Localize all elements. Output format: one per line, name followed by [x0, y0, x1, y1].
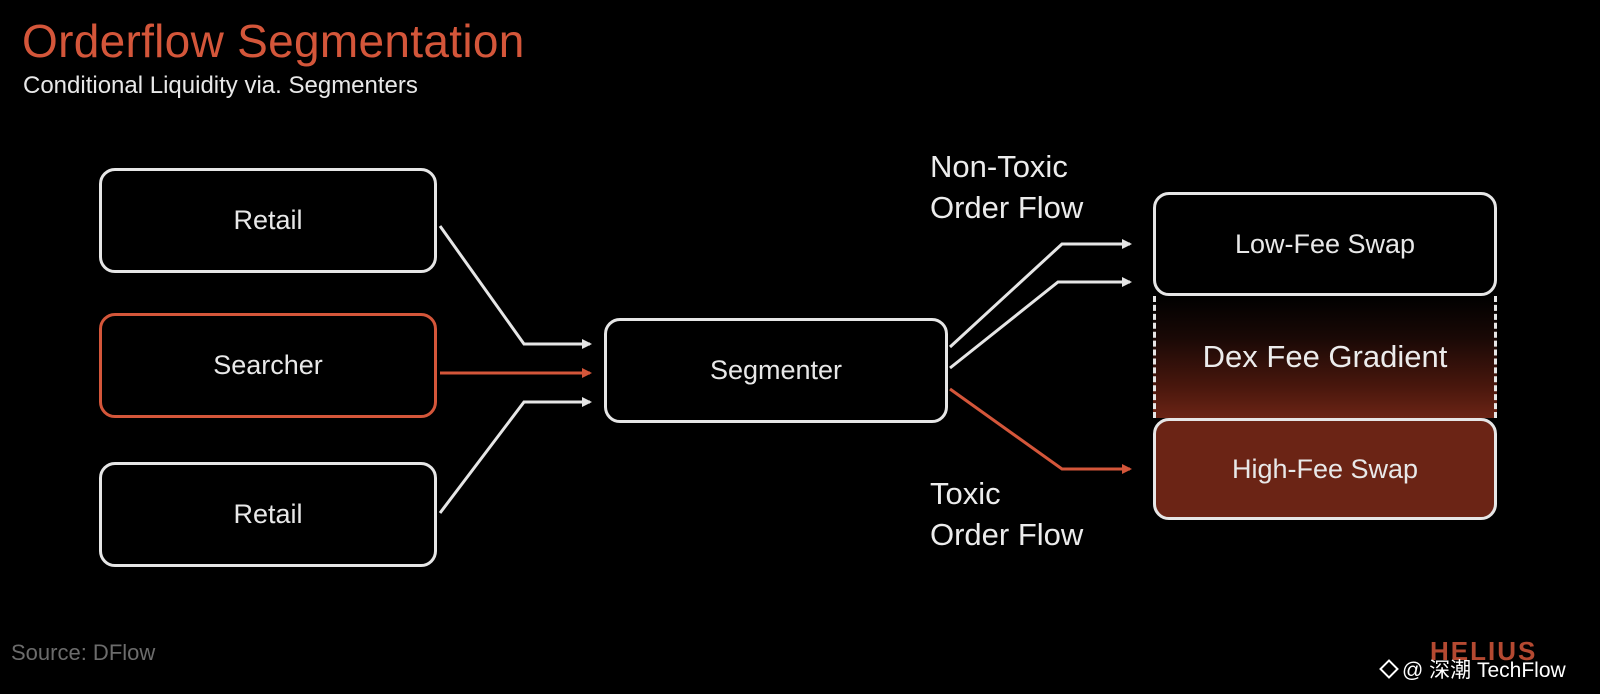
node-segmenter-label: Segmenter	[709, 355, 843, 385]
node-low-fee-swap: Low-Fee Swap	[1153, 192, 1497, 296]
node-retail-top-label: Retail	[233, 205, 303, 235]
arrow-segmenter-to-highfee	[949, 387, 1132, 474]
node-low-fee-swap-label: Low-Fee Swap	[1234, 228, 1416, 259]
arrow-retail-top-to-segmenter	[438, 225, 592, 349]
arrow-segmenter-to-lowfee-2	[949, 277, 1132, 370]
non-toxic-line-2: Order Flow	[930, 190, 1084, 225]
dex-fee-gradient-label: Dex Fee Gradient	[1202, 339, 1448, 374]
non-toxic-line-1: Non-Toxic	[930, 149, 1068, 184]
node-searcher: Searcher	[99, 313, 437, 418]
dex-fee-gradient: Dex Fee Gradient	[1153, 296, 1497, 418]
node-retail-bottom: Retail	[99, 462, 437, 567]
watermark-text: @ 深潮 TechFlow	[1402, 659, 1566, 682]
node-retail-bottom-label: Retail	[233, 499, 303, 529]
node-searcher-label: Searcher	[213, 350, 323, 380]
slide-title: Orderflow Segmentation	[22, 15, 525, 67]
slide-subtitle: Conditional Liquidity via. Segmenters	[23, 72, 418, 99]
node-high-fee-swap: High-Fee Swap	[1153, 418, 1497, 520]
toxic-line-1: Toxic	[930, 476, 1001, 511]
toxic-line-2: Order Flow	[930, 517, 1084, 552]
helius-logo: HELIUS	[1430, 636, 1538, 666]
toxic-flow-label: Toxic Order Flow	[930, 473, 1083, 555]
arrow-retail-bottom-to-segmenter	[438, 397, 592, 514]
node-high-fee-swap-label: High-Fee Swap	[1231, 453, 1419, 484]
arrow-segmenter-to-lowfee-1	[948, 239, 1132, 349]
diamond-icon	[1379, 659, 1399, 679]
node-retail-top: Retail	[99, 168, 437, 273]
node-segmenter: Segmenter	[604, 318, 948, 423]
non-toxic-flow-label: Non-Toxic Order Flow	[930, 146, 1083, 228]
source-citation: Source: DFlow	[11, 640, 156, 665]
techflow-watermark: @ 深潮 TechFlow	[1379, 654, 1566, 684]
